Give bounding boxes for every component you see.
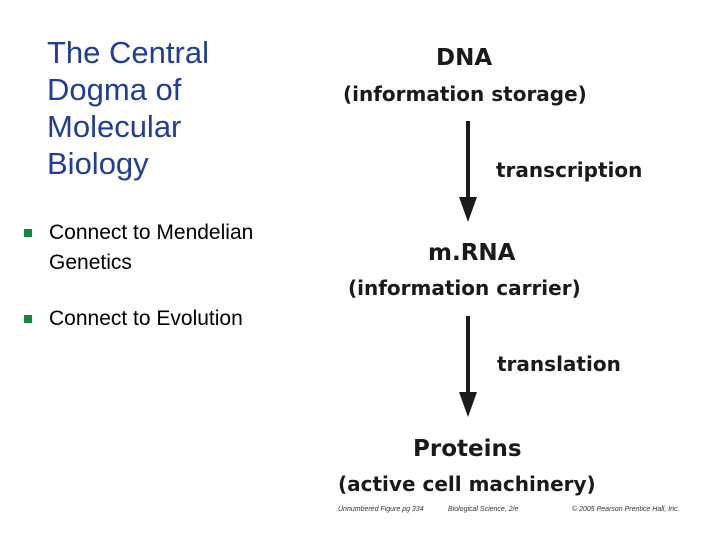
copyright-credit: © 2005 Pearson Prentice Hall, Inc. bbox=[572, 506, 680, 513]
bullet-text: Connect to Mendelian Genetics bbox=[49, 218, 319, 278]
bullet-square-icon bbox=[24, 315, 32, 323]
translation-label: translation bbox=[497, 352, 621, 376]
arrow-dna-to-mrna bbox=[459, 121, 477, 222]
bullet-text: Connect to Evolution bbox=[49, 304, 319, 334]
title-line-3: Molecular bbox=[47, 109, 182, 144]
mrna-label: m.RNA bbox=[428, 240, 516, 266]
bullet-line-2: Genetics bbox=[49, 251, 132, 274]
slide-title: The Central Dogma of Molecular Biology bbox=[47, 34, 307, 182]
bullet-line-1: Connect to Mendelian bbox=[49, 221, 254, 244]
bullet-square-icon bbox=[24, 229, 32, 237]
book-credit: Biological Science, 2/e bbox=[448, 506, 519, 513]
proteins-role-label: (active cell machinery) bbox=[338, 472, 596, 496]
mrna-role-label: (information carrier) bbox=[348, 276, 581, 300]
figure-credit: Unnumbered Figure pg 334 bbox=[338, 506, 424, 513]
dna-label: DNA bbox=[436, 45, 493, 71]
proteins-label: Proteins bbox=[413, 436, 522, 462]
dna-role-label: (information storage) bbox=[343, 82, 587, 106]
title-line-1: The Central bbox=[47, 35, 209, 70]
bullet-line-1: Connect to Evolution bbox=[49, 307, 243, 330]
title-line-4: Biology bbox=[47, 146, 149, 181]
title-line-2: Dogma of bbox=[47, 72, 182, 107]
arrow-mrna-to-proteins bbox=[459, 316, 477, 417]
transcription-label: transcription bbox=[496, 158, 643, 182]
